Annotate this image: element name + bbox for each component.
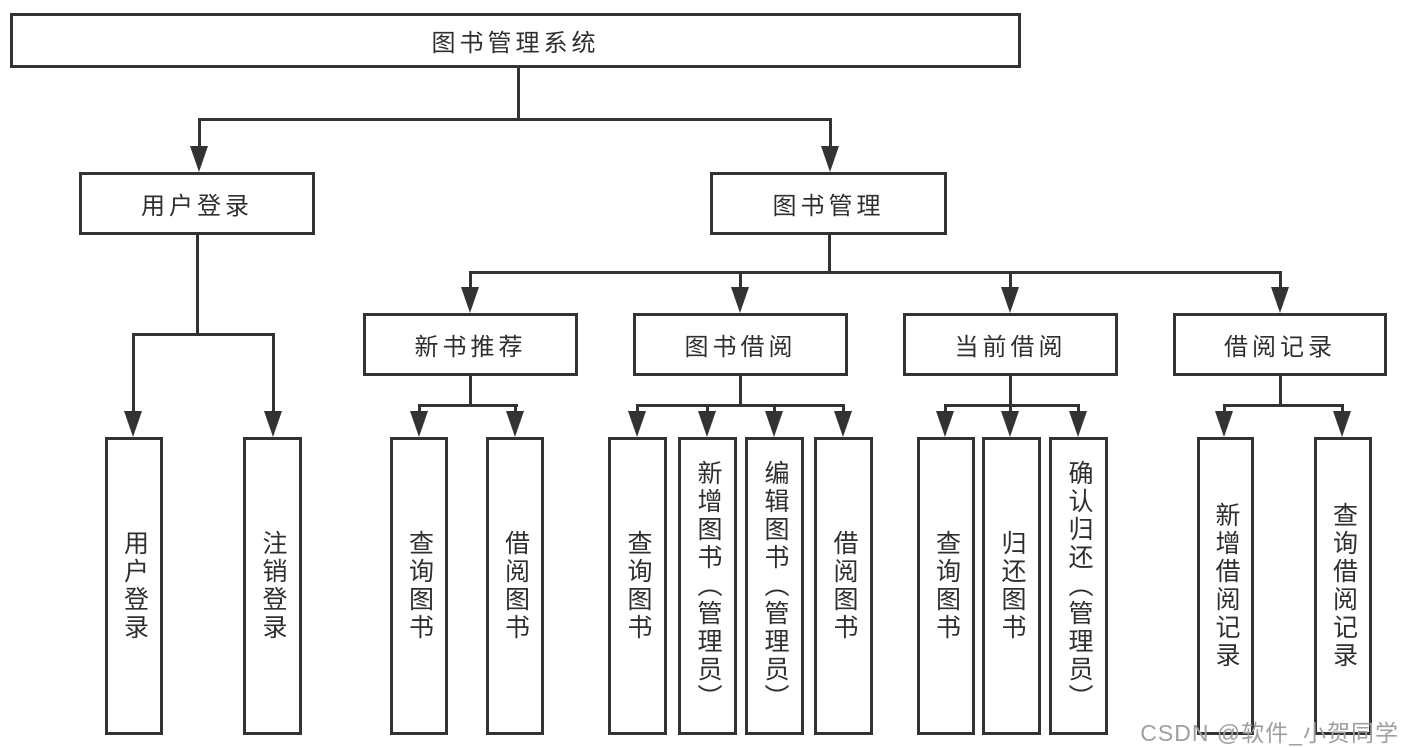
leaf-borrow-add-label: 新增图书（管理员）	[694, 460, 722, 712]
leaf-records-add-label: 新增借阅记录	[1212, 502, 1240, 670]
node-root-label: 图书管理系统	[431, 30, 600, 57]
connector-newbooks-rail	[418, 404, 518, 407]
arrow-down-icon	[264, 411, 282, 437]
leaf-borrow-query: 查询图书	[608, 437, 667, 735]
connector-bookmgmt-stem	[828, 235, 831, 274]
node-root: 图书管理系统	[10, 13, 1021, 68]
connector-userlogin-rail	[132, 333, 275, 336]
arrow-down-icon	[1333, 411, 1351, 437]
leaf-borrow-edit-label: 编辑图书（管理员）	[761, 460, 789, 712]
arrow-down-icon	[1271, 287, 1289, 313]
connector-drop	[272, 333, 275, 413]
connector-drop	[132, 333, 135, 413]
arrow-down-icon	[190, 146, 208, 172]
arrow-down-icon	[461, 287, 479, 313]
leaf-newbooks-query-label: 查询图书	[405, 530, 434, 642]
leaf-borrow-query-label: 查询图书	[624, 530, 652, 642]
node-book-mgmt-label: 图书管理	[772, 193, 885, 220]
connector-drop	[198, 118, 201, 150]
node-user-login: 用户登录	[79, 172, 315, 235]
node-new-books-label: 新书推荐	[414, 334, 527, 361]
connector-bookborrow-rail	[636, 404, 845, 407]
arrow-down-icon	[124, 411, 142, 437]
connector-records-rail	[1223, 404, 1344, 407]
leaf-records-query: 查询借阅记录	[1314, 437, 1372, 735]
leaf-current-query: 查询图书	[917, 437, 975, 735]
leaf-newbooks-borrow: 借阅图书	[486, 437, 544, 735]
node-borrow-records-label: 借阅记录	[1224, 334, 1336, 361]
leaf-newbooks-borrow-label: 借阅图书	[501, 530, 530, 642]
connector-userlogin-stem	[196, 235, 199, 336]
arrow-down-icon	[506, 411, 524, 437]
arrow-down-icon	[1001, 287, 1019, 313]
leaf-newbooks-query: 查询图书	[390, 437, 448, 735]
connector-currentborrow-rail	[944, 404, 1080, 407]
node-current-borrow-label: 当前借阅	[954, 334, 1067, 361]
arrow-down-icon	[834, 411, 852, 437]
watermark: CSDN @软件_小贺同学	[1140, 720, 1399, 746]
connector-currentborrow-stem	[1009, 376, 1012, 407]
leaf-borrow-add: 新增图书（管理员）	[678, 437, 737, 735]
node-borrow-records: 借阅记录	[1173, 313, 1387, 376]
connector-records-stem	[1279, 376, 1282, 407]
arrow-down-icon	[1069, 411, 1087, 437]
leaf-user-login: 用户登录	[105, 437, 163, 735]
node-current-borrow: 当前借阅	[903, 313, 1118, 376]
node-new-books: 新书推荐	[363, 313, 578, 376]
leaf-borrow-edit: 编辑图书（管理员）	[745, 437, 804, 735]
arrow-down-icon	[698, 411, 716, 437]
connector-drop	[1009, 271, 1012, 293]
arrow-down-icon	[821, 146, 839, 172]
leaf-current-return: 归还图书	[982, 437, 1041, 735]
connector-drop	[1279, 271, 1282, 293]
leaf-logout-label: 注销登录	[259, 530, 287, 642]
leaf-logout: 注销登录	[243, 437, 302, 735]
connector-drop	[469, 271, 472, 293]
leaf-current-return-label: 归还图书	[998, 530, 1026, 642]
leaf-records-add: 新增借阅记录	[1197, 437, 1254, 735]
arrow-down-icon	[1001, 411, 1019, 437]
arrow-down-icon	[410, 411, 428, 437]
arrow-down-icon	[765, 411, 783, 437]
leaf-current-confirm-label: 确认归还（管理员）	[1065, 460, 1093, 712]
connector-newbooks-stem	[469, 376, 472, 407]
connector-bookmgmt-rail	[469, 271, 1282, 274]
arrow-down-icon	[1215, 411, 1233, 437]
connector-drop	[829, 118, 832, 150]
node-book-borrow: 图书借阅	[633, 313, 848, 376]
node-user-login-label: 用户登录	[141, 193, 253, 220]
arrow-down-icon	[628, 411, 646, 437]
arrow-down-icon	[936, 411, 954, 437]
connector-drop	[739, 271, 742, 293]
connector-bookborrow-stem	[739, 376, 742, 407]
leaf-borrow-borrow: 借阅图书	[814, 437, 873, 735]
connector-root-stem	[517, 66, 520, 120]
leaf-current-query-label: 查询图书	[932, 530, 961, 642]
leaf-borrow-borrow-label: 借阅图书	[830, 530, 858, 642]
arrow-down-icon	[731, 287, 749, 313]
connector-root-rail	[198, 118, 832, 121]
leaf-user-login-label: 用户登录	[120, 530, 149, 642]
leaf-current-confirm: 确认归还（管理员）	[1049, 437, 1108, 735]
leaf-records-query-label: 查询借阅记录	[1329, 502, 1358, 670]
node-book-borrow-label: 图书借阅	[684, 334, 797, 361]
node-book-mgmt: 图书管理	[710, 172, 947, 235]
